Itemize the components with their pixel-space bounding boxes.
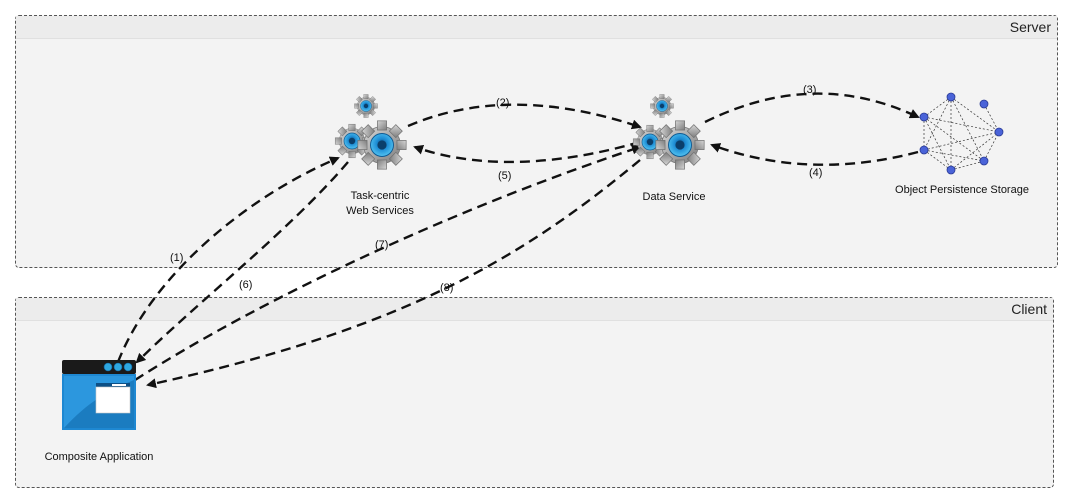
arrow-2 [407,103,642,130]
step-label-7: (7) [375,239,388,251]
arrow-4 [710,143,919,166]
server-zone-title: Server [1009,19,1051,35]
step-label-5: (5) [498,170,511,182]
composite-app-label: Composite Application [44,451,154,463]
application-window-icon [62,360,136,430]
storage-label: Object Persistence Storage [895,184,1029,196]
data-service-label: Data Service [642,191,706,203]
step-label-4: (4) [809,167,822,179]
server-zone-header [16,16,1057,39]
server-zone: Server [15,15,1058,268]
step-label-6: (6) [239,279,252,291]
step-label-1: (1) [170,252,183,264]
network-mesh-icon [919,92,1004,175]
step-label-2: (2) [496,97,509,109]
task-services-gears-icon [334,94,407,170]
client-zone-title: Client [1011,301,1047,317]
arrow-6 [135,161,349,364]
arrow-7 [134,144,642,382]
client-zone: Client [15,297,1054,488]
arrow-8 [146,159,641,389]
step-label-3: (3) [803,84,816,96]
arrow-1 [116,156,340,363]
client-zone-header [16,298,1053,321]
task-services-label: Task-centric Web Services [320,189,440,219]
arrow-3 [704,92,920,124]
data-service-gears-icon [632,94,705,170]
task-services-label-line2: Web Services [346,205,414,217]
step-label-8: (8) [440,282,453,294]
connector-group [116,92,920,389]
arrow-5 [413,140,641,164]
task-services-label-line1: Task-centric [350,190,410,202]
